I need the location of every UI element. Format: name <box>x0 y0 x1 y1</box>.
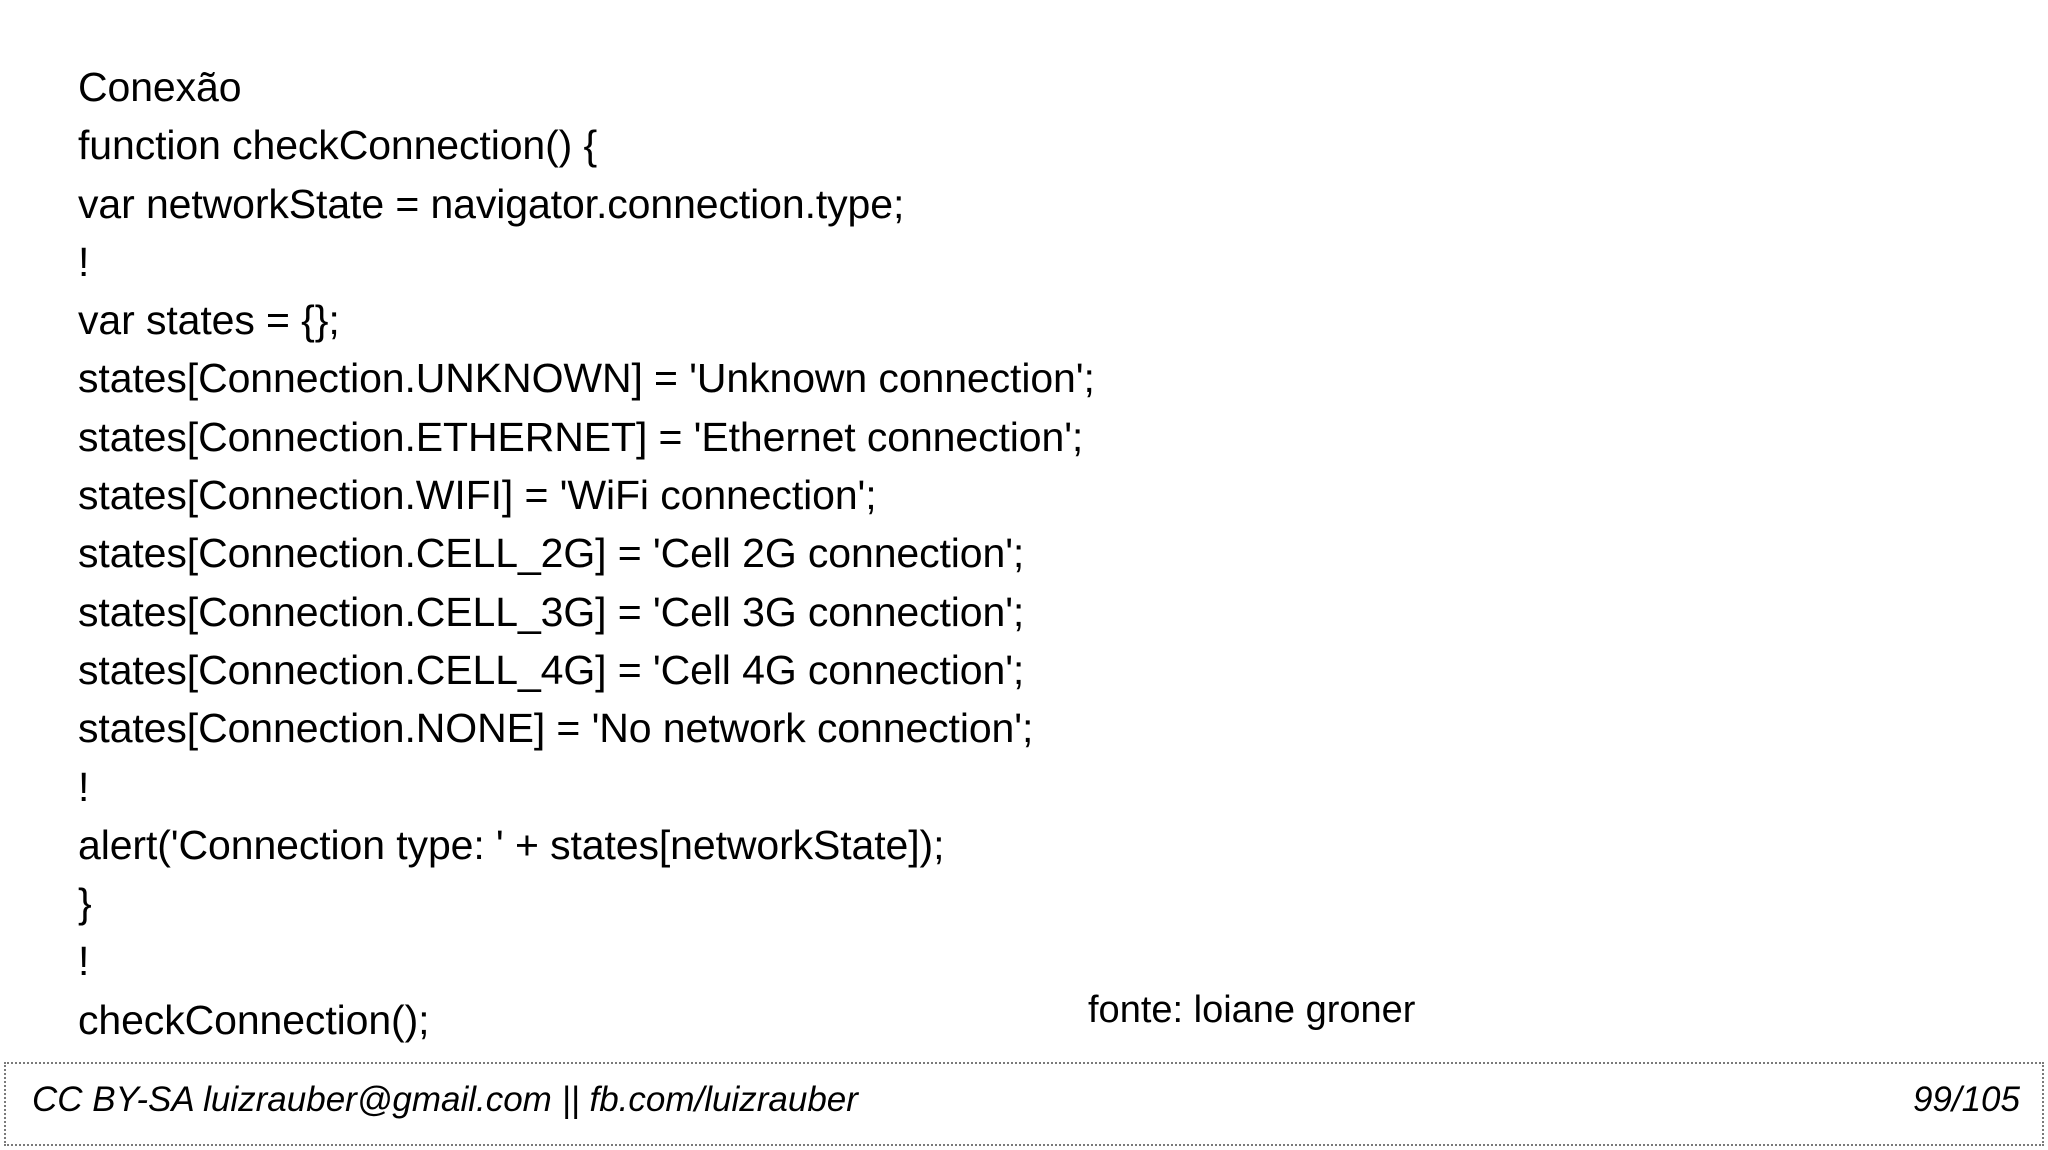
code-line-state-cell-4g: states[Connection.CELL_4G] = 'Cell 4G co… <box>78 646 1025 693</box>
slide-title: Conexão <box>78 64 242 110</box>
code-line-call-checkconnection: checkConnection(); <box>78 996 430 1043</box>
code-line-state-cell-3g: states[Connection.CELL_3G] = 'Cell 3G co… <box>78 588 1025 635</box>
code-line-blank-2: ! <box>78 763 90 810</box>
slide-footer: CC BY-SA luizrauber@gmail.com || fb.com/… <box>0 1062 2048 1150</box>
source-credit: fonte: loiane groner <box>1088 989 1416 1031</box>
code-line-state-wifi: states[Connection.WIFI] = 'WiFi connecti… <box>78 472 877 519</box>
code-listing: Conexão function checkConnection() { var… <box>78 58 1978 1049</box>
code-line-function-declaration: function checkConnection() { <box>78 122 598 169</box>
code-line-blank-3: ! <box>78 938 90 985</box>
footer-page-indicator: 99/105 <box>1912 1080 2020 1119</box>
code-line-state-ethernet: states[Connection.ETHERNET] = 'Ethernet … <box>78 413 1084 460</box>
code-line-var-networkstate: var networkState = navigator.connection.… <box>78 180 905 227</box>
code-line-closing-brace: } <box>78 880 92 927</box>
code-line-alert: alert('Connection type: ' + states[netwo… <box>78 821 945 868</box>
code-line-state-cell-2g: states[Connection.CELL_2G] = 'Cell 2G co… <box>78 530 1025 577</box>
code-line-blank-1: ! <box>78 238 90 285</box>
code-line-state-unknown: states[Connection.UNKNOWN] = 'Unknown co… <box>78 355 1095 402</box>
code-line-var-states: var states = {}; <box>78 297 340 344</box>
footer-license-contact: CC BY-SA luizrauber@gmail.com || fb.com/… <box>32 1080 858 1119</box>
code-line-state-none: states[Connection.NONE] = 'No network co… <box>78 705 1034 752</box>
footer-dotted-border <box>4 1062 2044 1146</box>
